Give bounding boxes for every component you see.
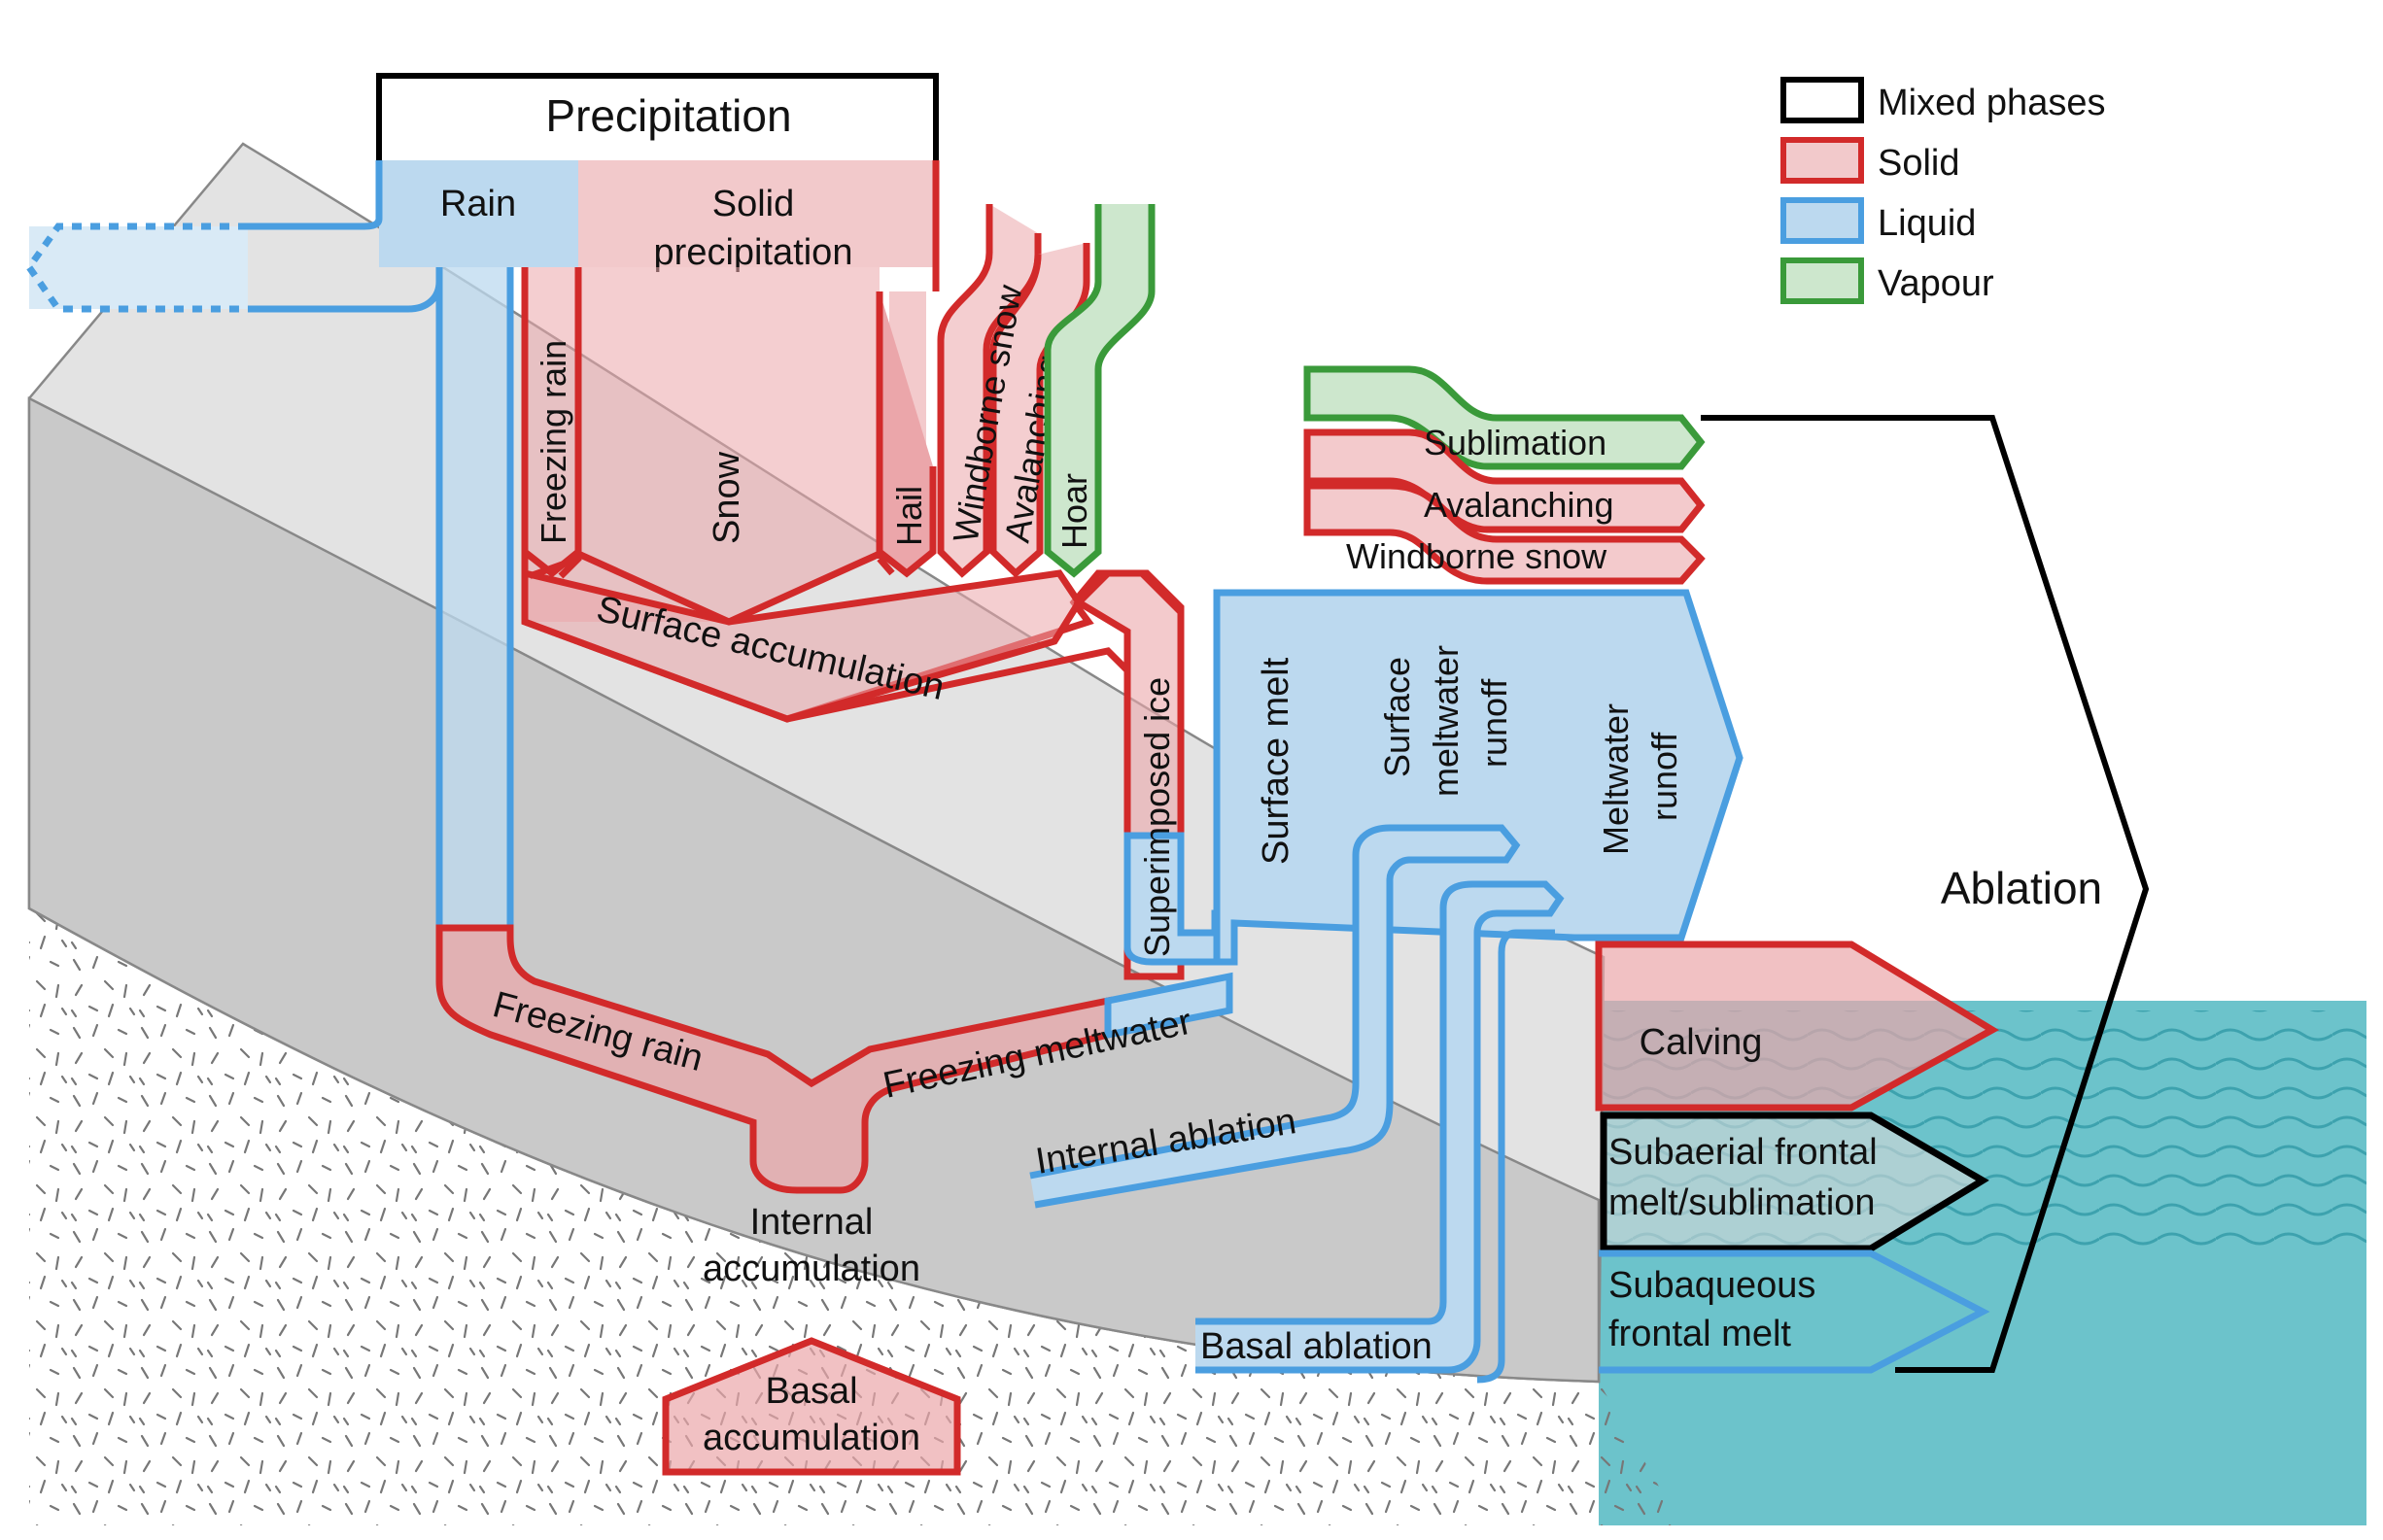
basal-accumulation-label-2: accumulation	[703, 1418, 920, 1458]
avalanching-ablation-label: Avalanching	[1424, 485, 1614, 525]
solid-precipitation-fill	[578, 160, 936, 267]
solid-inputs-column	[525, 267, 889, 622]
subaerial-frontal-melt-arrow	[1600, 1112, 1989, 1252]
subaerial-frontal-melt-label-1: Subaerial frontal	[1608, 1132, 1878, 1173]
rain-fill	[379, 160, 578, 267]
basal-ablation-inner	[1476, 929, 1555, 1384]
meltwater-runoff-block	[1213, 589, 1744, 966]
hail-input-label: Hail	[889, 486, 929, 546]
precipitation-label: Precipitation	[545, 90, 791, 141]
meltwater-runoff-label-1: Meltwater	[1596, 703, 1636, 855]
calving-arrow	[1595, 941, 1999, 1112]
legend-swatch-vapour	[1780, 257, 1864, 304]
sublimation-arrow	[1303, 365, 1706, 470]
legend-label-liquid: Liquid	[1878, 203, 1976, 244]
rain-outflow-dotted	[29, 226, 248, 309]
surface-accumulation-fill	[521, 568, 1084, 723]
subaqueous-frontal-melt-arrow	[1599, 1249, 1990, 1374]
basal-accumulation-label-1: Basal	[765, 1371, 857, 1412]
windborne-snow-ablation-label: Windborne snow	[1346, 536, 1607, 576]
rain-outflow-dotted-edge	[24, 222, 248, 313]
surface-meltwater-runoff-label-3: runoff	[1474, 678, 1514, 768]
rain-column-edges	[435, 267, 514, 928]
legend-label-vapour: Vapour	[1878, 263, 1994, 304]
surface-meltwater-runoff-label-2: meltwater	[1426, 645, 1466, 797]
subaqueous-frontal-melt-label-1: Subaqueous	[1608, 1265, 1815, 1306]
ablation-box	[1701, 415, 2150, 1373]
legend-label-mixed: Mixed phases	[1878, 83, 2105, 123]
legend-swatch-mixed	[1780, 77, 1864, 123]
superimposed-ice-label: Superimposed ice	[1137, 677, 1177, 957]
solid-precipitation-label: Solid	[712, 184, 795, 224]
glacier-ice-deep	[27, 395, 1601, 1384]
internal-accumulation-arrow	[435, 924, 1112, 1194]
basal-accumulation-arrow	[662, 1337, 961, 1476]
internal-ablation-arrow	[1029, 824, 1521, 1209]
basal-ablation-arrow	[1195, 880, 1565, 1374]
legend-swatch-solid	[1780, 137, 1864, 184]
basal-ablation-label: Basal ablation	[1200, 1326, 1433, 1367]
rain-label: Rain	[440, 184, 516, 224]
freezing-rain-input-label: Freezing rain	[534, 340, 573, 544]
hail-fill	[889, 291, 926, 565]
superimposed-ice-arrow	[1073, 569, 1185, 839]
precipitation-box	[376, 73, 939, 160]
internal-accumulation-label-1: Internal	[750, 1202, 874, 1243]
precipitation-group: Precipitation Rain Solid precipitation	[376, 73, 939, 273]
internal-accumulation-label-2: accumulation	[703, 1249, 920, 1289]
rain-column	[439, 267, 510, 928]
sublimation-label: Sublimation	[1424, 423, 1606, 462]
ablation-label: Ablation	[1941, 863, 2102, 913]
solid-precipitation-label-2: precipitation	[654, 232, 853, 273]
windborne-snow-ablation-arrow	[1303, 482, 1706, 585]
sea-floor	[1599, 1382, 1681, 1525]
surface-meltwater-runoff-label-1: Surface	[1377, 657, 1417, 777]
surface-melt-label: Surface melt	[1256, 657, 1296, 865]
hoar-input-label: Hoar	[1054, 473, 1094, 549]
subaqueous-frontal-melt-label-2: frontal melt	[1608, 1314, 1791, 1354]
legend-swatch-liquid	[1780, 197, 1864, 244]
hoar-input-arrow	[1044, 204, 1156, 578]
legend: Mixed phases Solid Liquid Vapour	[1780, 77, 2105, 304]
snow-input-label: Snow	[707, 451, 747, 544]
meltwater-runoff-label-2: runoff	[1644, 732, 1684, 821]
legend-label-solid: Solid	[1878, 143, 1960, 184]
freezing-meltwater-liquid-tail	[1104, 972, 1233, 1040]
subaerial-frontal-melt-label-2: melt/sublimation	[1608, 1182, 1876, 1223]
calving-label: Calving	[1640, 1022, 1763, 1063]
